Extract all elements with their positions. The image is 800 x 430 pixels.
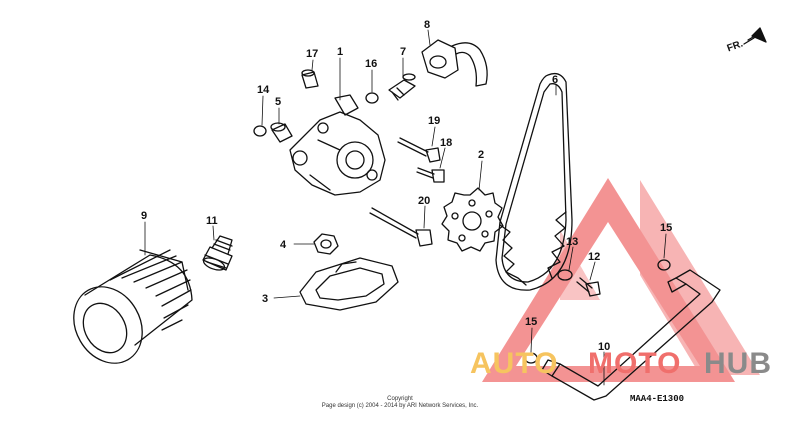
dowel-sleeve-part[interactable] [388,73,416,101]
bolt-part-12[interactable] [576,277,601,297]
oil-pipe-part[interactable] [541,269,721,401]
stud-bolt-part[interactable] [202,235,233,272]
part-label-16: 16 [365,58,377,70]
part-number-labels: 1 2 3 4 5 6 7 8 9 10 11 12 13 14 15 15 1… [141,19,672,353]
bolt-part-20[interactable] [369,207,433,247]
part-label-10: 10 [598,341,610,353]
bushing-part[interactable] [270,122,293,143]
copyright-line: Page design (c) 2004 - 2014 by ARI Netwo… [321,403,479,409]
part-label-17: 17 [306,48,318,60]
part-label-2: 2 [478,149,484,161]
drive-chain-part[interactable] [495,72,573,291]
part-label-20: 20 [418,195,430,207]
part-label-4: 4 [280,239,287,251]
oil-pump-part[interactable] [289,94,386,196]
pipe-fitting-part[interactable] [421,39,488,87]
watermark-text-hub: HUB [704,347,772,380]
part-label-15b: 15 [525,316,537,328]
copyright-title: Copyright [387,396,413,402]
watermark-logo [482,178,760,382]
part-label-14: 14 [257,84,270,96]
sprocket-part[interactable] [441,187,504,252]
washer-part[interactable] [253,125,267,137]
part-label-11: 11 [206,215,218,227]
o-ring-part-15b[interactable] [524,352,538,364]
part-label-13: 13 [566,236,578,248]
nut-part[interactable] [313,233,339,255]
part-label-15a: 15 [660,222,672,234]
part-label-18: 18 [440,137,452,149]
part-label-5: 5 [275,96,281,108]
watermark-text-auto: AUTO [470,347,559,380]
collar-part[interactable] [301,69,319,89]
part-label-8: 8 [424,19,430,31]
leader-lines [144,29,667,386]
oil-strainer-part[interactable] [299,257,399,311]
part-label-19: 19 [428,115,440,127]
watermark-text-moto: MOTO [588,347,682,380]
o-ring-part[interactable] [365,92,379,104]
oil-filter-part[interactable] [60,249,193,376]
bolt-part-19[interactable] [397,137,441,163]
part-label-12: 12 [588,251,600,263]
part-label-6: 6 [552,74,558,86]
copyright-notice: Copyright Page design (c) 2004 - 2014 by… [260,396,540,410]
o-ring-part-15a[interactable] [657,259,671,271]
sealing-washer-part[interactable] [557,269,573,281]
part-label-1: 1 [337,46,343,58]
front-direction-arrow-icon [743,27,767,45]
bolt-part-18[interactable] [416,167,445,183]
diagram-code-label: MAA4-E1300 [630,394,685,404]
part-label-9: 9 [141,210,147,222]
part-label-3: 3 [262,293,268,305]
part-label-7: 7 [400,46,406,58]
